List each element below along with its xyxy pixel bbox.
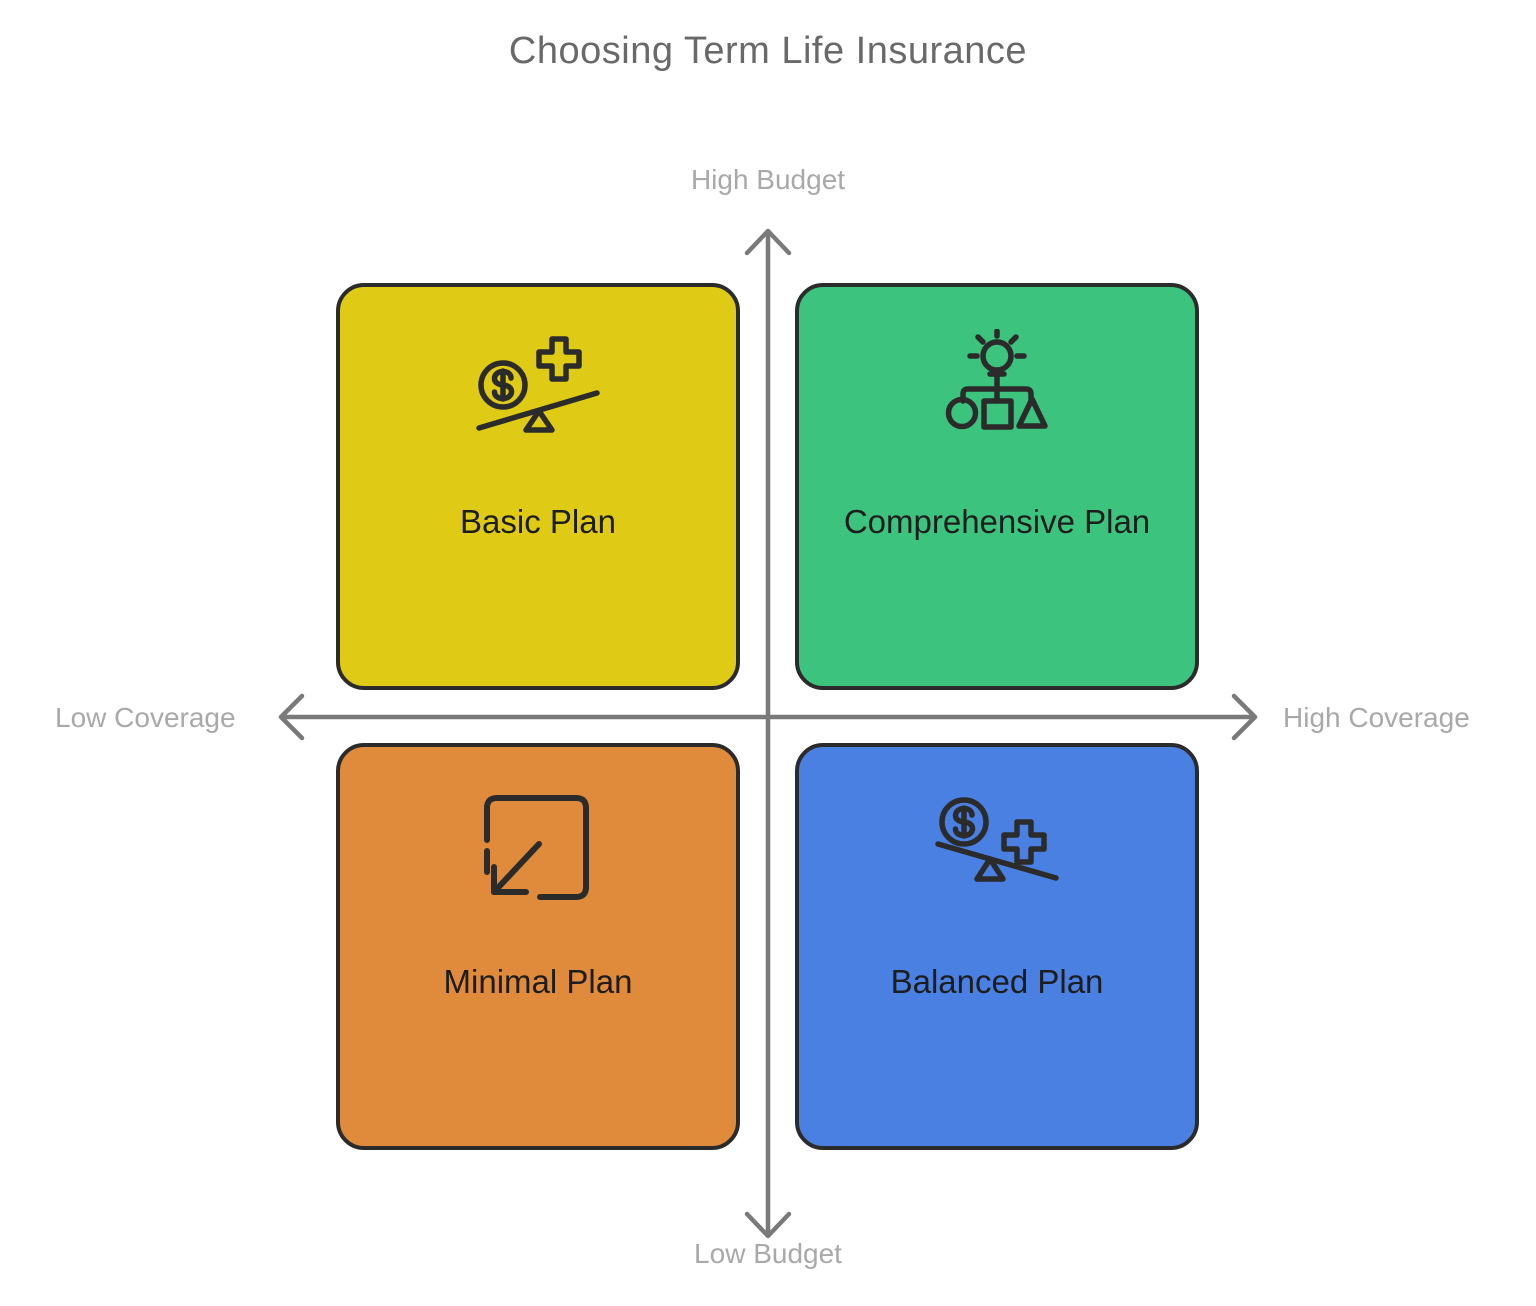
axis-label-high-budget: High Budget <box>690 164 846 195</box>
quadrant-balanced-plan: Balanced Plan <box>795 743 1199 1150</box>
axis-label-low-budget: Low Budget <box>694 1238 842 1269</box>
quadrant-label: Comprehensive Plan <box>843 503 1151 540</box>
minimize-icon <box>484 795 589 900</box>
down-arrowhead-icon <box>744 1211 792 1239</box>
idea-organization-icon <box>945 329 1048 430</box>
quadrant-basic-plan: Basic Plan <box>336 283 740 690</box>
left-arrowhead-icon <box>278 693 305 741</box>
cost-balance-icon <box>476 336 600 433</box>
up-arrowhead-icon <box>744 228 792 256</box>
quadrant-label: Balanced Plan <box>890 963 1104 1000</box>
quadrant-label: Minimal Plan <box>443 963 633 1000</box>
quadrant-minimal-plan: Minimal Plan <box>336 743 740 1150</box>
quadrant-comprehensive-plan: Comprehensive Plan <box>795 283 1199 690</box>
page-title: Choosing Term Life Insurance <box>508 30 1028 72</box>
cost-balance-icon <box>935 797 1059 882</box>
right-arrowhead-icon <box>1231 693 1258 741</box>
axis-label-high-coverage: High Coverage <box>1283 702 1470 733</box>
quadrant-label: Basic Plan <box>460 503 616 540</box>
axis-label-low-coverage: Low Coverage <box>55 702 236 733</box>
